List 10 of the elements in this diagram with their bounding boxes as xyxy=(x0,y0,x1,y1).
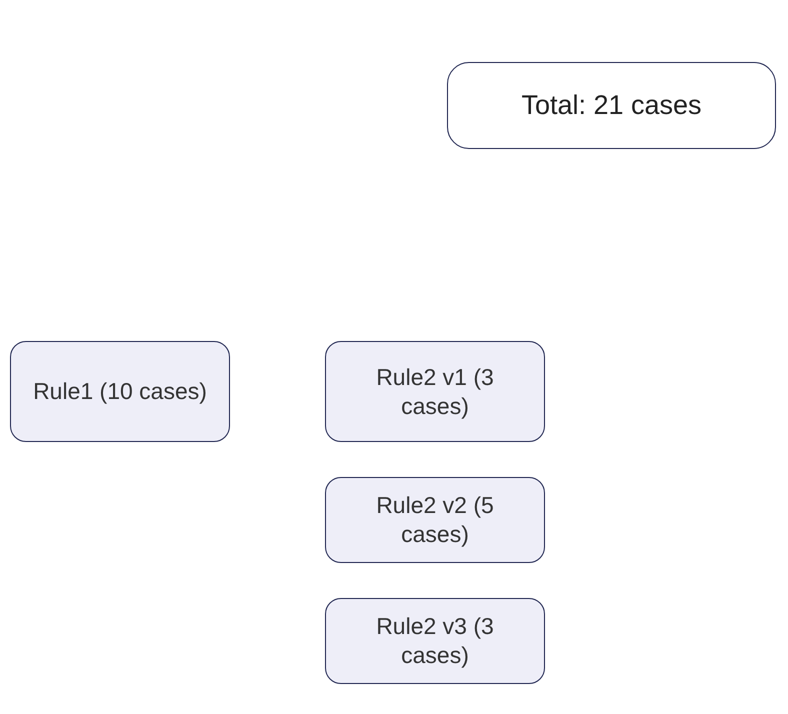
rounded-box xyxy=(10,341,230,442)
rounded-box xyxy=(325,477,545,563)
box-label: Total: 21 cases xyxy=(521,88,702,122)
box-label: Rule2 v1 (3 cases) xyxy=(375,362,495,420)
box-label: Rule2 v3 (3 cases) xyxy=(375,612,495,670)
box-label: Rule2 v2 (5 cases) xyxy=(375,491,495,549)
rounded-box xyxy=(325,341,545,442)
rounded-box xyxy=(325,598,545,684)
rounded-box xyxy=(447,62,776,149)
box-label: Rule1 (10 cases) xyxy=(33,377,207,406)
